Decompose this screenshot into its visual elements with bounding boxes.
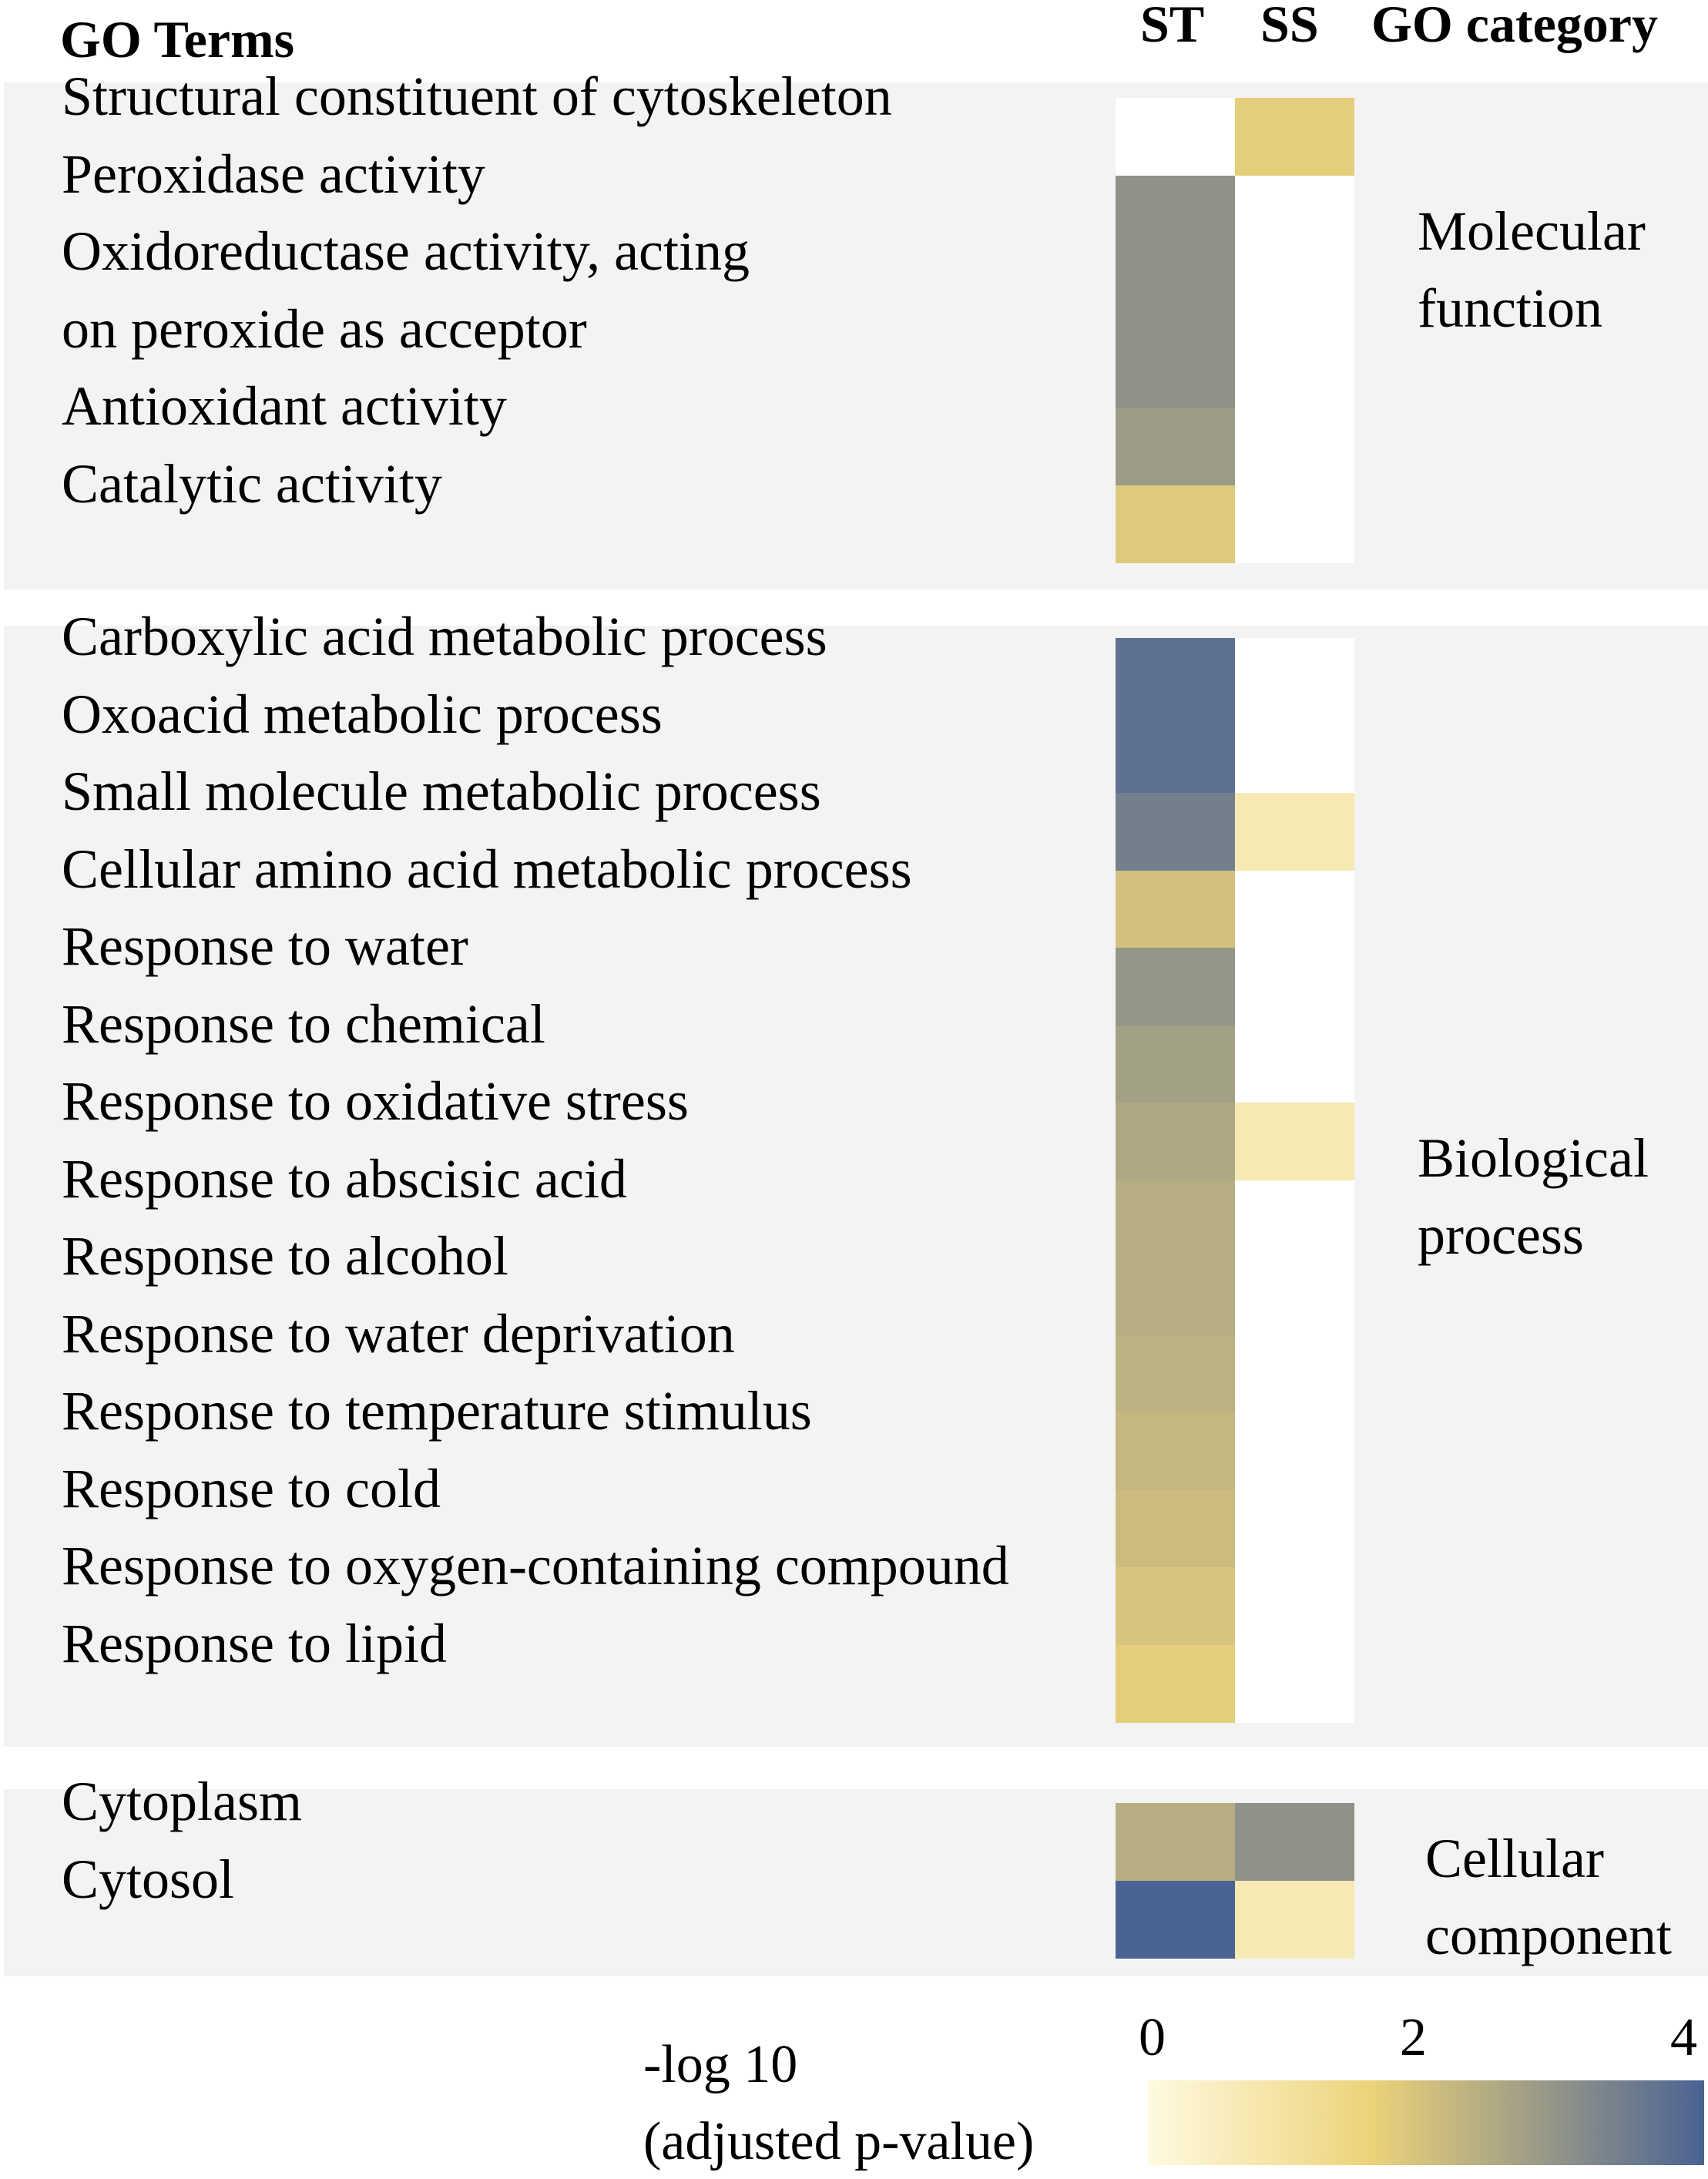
go-term-label: Response to abscisic acid — [62, 1147, 627, 1210]
heatmap-cell-st — [1116, 1025, 1235, 1103]
go-term-label: Carboxylic acid metabolic process — [62, 606, 827, 667]
header-column-st: ST — [1140, 0, 1205, 53]
heatmap-cell-st — [1116, 1803, 1235, 1882]
go-term-label: Cytoplasm — [62, 1771, 303, 1832]
category-panel — [4, 626, 1708, 1747]
heatmap-cell-ss — [1235, 793, 1354, 871]
heatmap-cell-st — [1116, 870, 1235, 948]
go-term-label: Response to water deprivation — [62, 1302, 735, 1365]
go-term-label: on peroxide as acceptor — [62, 297, 587, 360]
heatmap-cell-ss — [1235, 1880, 1354, 1959]
heatmap-cell-ss — [1235, 948, 1354, 1026]
colorbar-tick: 0 — [1139, 2008, 1166, 2067]
heatmap-cell-ss — [1235, 638, 1354, 717]
heatmap-cell-ss — [1235, 1567, 1354, 1646]
heatmap-cell-st — [1116, 485, 1235, 563]
heatmap-cell-ss — [1235, 1025, 1354, 1103]
go-term-label: Response to lipid — [62, 1612, 447, 1674]
header-go-terms: GO Terms — [60, 10, 295, 69]
go-term-label: Oxoacid metabolic process — [62, 683, 663, 745]
heatmap-cell-ss — [1235, 1180, 1354, 1258]
go-category-label: component — [1425, 1905, 1672, 1966]
heatmap-cell-ss — [1235, 1335, 1354, 1413]
go-category-label: process — [1418, 1204, 1584, 1266]
go-term-label: Response to water — [62, 915, 468, 977]
go-category-label: Cellular — [1425, 1828, 1604, 1889]
heatmap-cell-st — [1116, 1335, 1235, 1413]
heatmap-cell-st — [1116, 98, 1235, 176]
go-term-label: Catalytic activity — [62, 452, 442, 515]
go-category-label: Molecular — [1418, 200, 1646, 262]
colorbar — [1148, 2080, 1704, 2165]
category-panel — [4, 82, 1708, 589]
go-term-label: Small molecule metabolic process — [62, 760, 821, 822]
go-term-label: Cellular amino acid metabolic process — [62, 838, 912, 900]
heatmap-cell-ss — [1235, 1489, 1354, 1568]
go-term-label: Cytosol — [62, 1848, 235, 1910]
heatmap-cell-ss — [1235, 1257, 1354, 1336]
heatmap-cell-ss — [1235, 870, 1354, 948]
legend-title-line1: -log 10 — [643, 2035, 798, 2094]
heatmap-cell-ss — [1235, 1103, 1354, 1181]
go-term-label: Peroxidase activity — [62, 143, 485, 205]
go-term-label: Oxidoreductase activity, acting — [62, 220, 750, 282]
heatmap-cell-st — [1116, 1180, 1235, 1258]
heatmap-cell-ss — [1235, 1644, 1354, 1723]
category-panel — [4, 1789, 1708, 1976]
colorbar-tick: 4 — [1670, 2008, 1697, 2067]
heatmap-cell-st — [1116, 1880, 1235, 1959]
heatmap-cell-st — [1116, 253, 1235, 408]
heatmap-cell-ss — [1235, 408, 1354, 486]
header-go-category: GO category — [1371, 0, 1658, 53]
legend-title-line2: (adjusted p-value) — [643, 2112, 1035, 2171]
go-term-label: Response to chemical — [62, 992, 545, 1055]
go-category-label: function — [1418, 277, 1602, 339]
heatmap-cell-st — [1116, 175, 1235, 253]
go-term-label: Response to oxidative stress — [62, 1070, 689, 1132]
heatmap-cell-st — [1116, 793, 1235, 871]
heatmap-cell-ss — [1235, 98, 1354, 176]
heatmap-cell-st — [1116, 1257, 1235, 1336]
heatmap-cell-ss — [1235, 485, 1354, 563]
go-category-label: Biological — [1418, 1127, 1649, 1189]
heatmap-cell-st — [1116, 408, 1235, 486]
heatmap-cell-ss — [1235, 715, 1354, 794]
colorbar-tick: 2 — [1400, 2008, 1427, 2067]
go-term-label: Response to temperature stimulus — [62, 1380, 812, 1442]
heatmap-cell-st — [1116, 638, 1235, 717]
heatmap-cell-st — [1116, 1567, 1235, 1646]
go-term-label: Response to oxygen-containing compound — [62, 1535, 1009, 1596]
heatmap-cell-ss — [1235, 253, 1354, 408]
go-term-label: Response to cold — [62, 1457, 441, 1519]
heatmap-cell-st — [1116, 1489, 1235, 1568]
go-term-label: Response to alcohol — [62, 1225, 508, 1287]
heatmap-cell-ss — [1235, 1803, 1354, 1882]
header-column-ss: SS — [1260, 0, 1319, 53]
heatmap-cell-st — [1116, 1412, 1235, 1491]
go-term-label: Structural constituent of cytoskeleton — [62, 65, 892, 127]
heatmap-cell-ss — [1235, 1412, 1354, 1491]
heatmap-cell-st — [1116, 1103, 1235, 1181]
heatmap-cell-st — [1116, 1644, 1235, 1723]
heatmap-cell-st — [1116, 715, 1235, 794]
heatmap-cell-st — [1116, 948, 1235, 1026]
go-term-label: Antioxidant activity — [62, 375, 507, 437]
heatmap-cell-ss — [1235, 175, 1354, 253]
